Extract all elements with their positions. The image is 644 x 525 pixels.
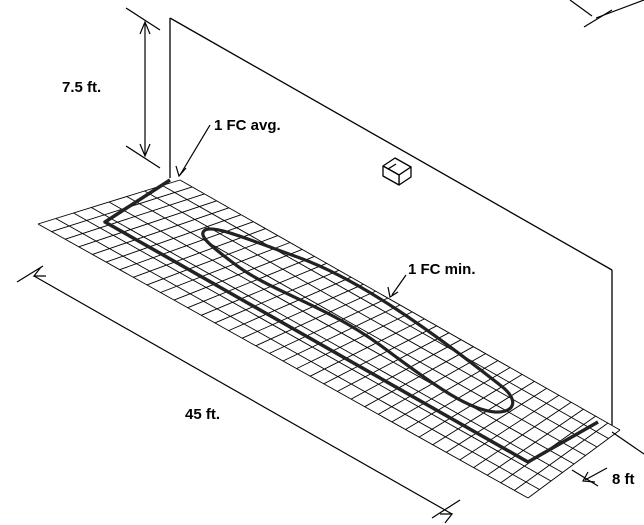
grid-line [73,212,552,482]
grid-line [162,185,609,439]
grid-line [144,190,598,448]
grid-line [126,196,586,456]
wall-luminaire-icon [382,157,412,186]
grid-line [179,179,621,431]
average-arrowhead [175,165,187,178]
minimum-arrowhead [387,286,399,298]
length-label: 45 ft. [185,406,221,423]
average-area-boundary [103,178,599,464]
minimum-illuminance-label: 1 FC min. [408,261,476,278]
grid-line [91,207,563,473]
corner-fragment [569,0,644,28]
minimum-leader [391,274,407,296]
grid-line [37,223,529,499]
average-leader [179,124,211,176]
floor-grid [37,179,621,499]
minimum-contour [201,227,515,414]
grid-line [55,218,540,490]
depth-dimension [571,431,644,487]
height-dimension [125,7,161,169]
wall [169,17,613,425]
average-illuminance-label: 1 FC avg. [214,117,281,134]
depth-label: 8 ft [612,471,635,488]
length-dimension [16,265,461,524]
grid-line [108,201,575,465]
wall-height-label: 7.5 ft. [62,79,102,96]
leader-lines [175,124,407,298]
